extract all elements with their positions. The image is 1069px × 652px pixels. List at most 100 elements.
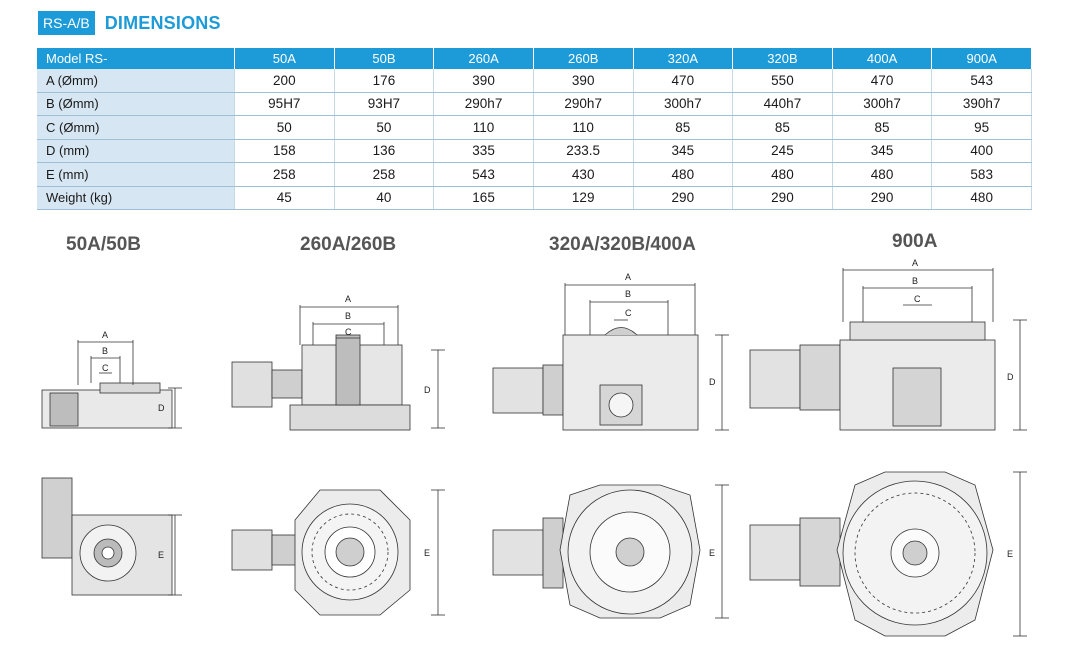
row-label: A (Ømm)	[37, 69, 235, 93]
row-label: Weight (kg)	[37, 186, 235, 210]
column-header: 900A	[931, 48, 1032, 69]
table-cell: 440h7	[732, 92, 833, 116]
table-cell: 40	[334, 186, 435, 210]
table-row: B (Ømm) 95H7 93H7 290h7 290h7 300h7 440h…	[37, 92, 1032, 116]
table-header-row: Model RS- 50A 50B 260A 260B 320A 320B 40…	[37, 48, 1032, 69]
section-header: RS-A/B DIMENSIONS	[38, 11, 221, 35]
table-cell: 400	[931, 139, 1032, 163]
drawing-260-top	[231, 489, 445, 616]
column-header: 320A	[633, 48, 734, 69]
table-row: E (mm) 258 258 543 430 480 480 480 583	[37, 162, 1032, 187]
dim-label-a: A	[345, 294, 351, 304]
dim-label-e: E	[424, 548, 430, 558]
table-cell: 129	[533, 186, 634, 210]
drawing-title-900: 900A	[892, 231, 938, 252]
table-cell: 85	[832, 115, 933, 140]
table-cell: 345	[832, 139, 933, 163]
column-header: 260B	[533, 48, 634, 69]
dimensions-table: Model RS- 50A 50B 260A 260B 320A 320B 40…	[37, 48, 1032, 210]
table-cell: 543	[931, 69, 1032, 93]
table-cell: 290h7	[533, 92, 634, 116]
row-label: B (Ømm)	[37, 92, 235, 116]
table-cell: 158	[234, 139, 335, 163]
section-title: DIMENSIONS	[104, 12, 221, 33]
dim-label-b: B	[102, 346, 108, 356]
row-label: D (mm)	[37, 139, 235, 163]
table-cell: 258	[234, 162, 335, 187]
column-header: 400A	[832, 48, 933, 69]
table-cell: 95	[931, 115, 1032, 140]
table-cell: 300h7	[633, 92, 734, 116]
dim-label-e: E	[1007, 549, 1013, 559]
table-cell: 290	[633, 186, 734, 210]
dim-label-c: C	[102, 363, 109, 373]
dim-label-d: D	[709, 377, 716, 387]
table-cell: 176	[334, 69, 435, 93]
table-cell: 290	[832, 186, 933, 210]
dim-label-b: B	[912, 276, 918, 286]
drawing-320-side	[492, 283, 729, 431]
drawing-900-top	[749, 471, 1027, 637]
table-cell: 165	[433, 186, 534, 210]
table-cell: 85	[633, 115, 734, 140]
model-badge: RS-A/B	[38, 11, 95, 35]
table-cell: 390	[433, 69, 534, 93]
table-cell: 345	[633, 139, 734, 163]
table-cell: 85	[732, 115, 833, 140]
table-cell: 245	[732, 139, 833, 163]
table-cell: 136	[334, 139, 435, 163]
dim-label-c: C	[625, 308, 632, 318]
table-cell: 110	[533, 115, 634, 140]
table-cell: 233.5	[533, 139, 634, 163]
table-cell: 200	[234, 69, 335, 93]
table-cell: 335	[433, 139, 534, 163]
table-cell: 470	[832, 69, 933, 93]
drawing-320-top	[492, 484, 729, 619]
dim-label-e: E	[158, 550, 164, 560]
dim-label-c: C	[345, 327, 352, 337]
dim-label-d: D	[158, 403, 165, 413]
table-cell: 93H7	[334, 92, 435, 116]
table-cell: 480	[832, 162, 933, 187]
table-cell: 300h7	[832, 92, 933, 116]
drawing-50-top	[41, 477, 182, 596]
table-cell: 550	[732, 69, 833, 93]
table-cell: 543	[433, 162, 534, 187]
dim-label-b: B	[345, 311, 351, 321]
table-row: A (Ømm) 200 176 390 390 470 550 470 543	[37, 69, 1032, 93]
table-row: Weight (kg) 45 40 165 129 290 290 290 48…	[37, 186, 1032, 210]
dim-label-a: A	[625, 272, 631, 282]
column-header: Model RS-	[37, 48, 235, 69]
table-cell: 50	[334, 115, 435, 140]
table-cell: 480	[633, 162, 734, 187]
column-header: 260A	[433, 48, 534, 69]
table-cell: 390h7	[931, 92, 1032, 116]
table-cell: 95H7	[234, 92, 335, 116]
table-row: D (mm) 158 136 335 233.5 345 245 345 400	[37, 139, 1032, 163]
table-cell: 290h7	[433, 92, 534, 116]
drawing-title-50: 50A/50B	[66, 234, 141, 255]
drawing-260-side	[231, 305, 445, 431]
table-cell: 583	[931, 162, 1032, 187]
drawing-title-260: 260A/260B	[300, 234, 397, 255]
table-cell: 480	[732, 162, 833, 187]
table-row: C (Ømm) 50 50 110 110 85 85 85 95	[37, 115, 1032, 140]
drawing-50-side	[41, 340, 182, 429]
dim-label-b: B	[625, 289, 631, 299]
dim-label-c: C	[914, 294, 921, 304]
dim-label-a: A	[102, 330, 108, 340]
table-cell: 290	[732, 186, 833, 210]
dim-label-d: D	[1007, 372, 1014, 382]
table-cell: 110	[433, 115, 534, 140]
table-cell: 258	[334, 162, 435, 187]
dim-label-e: E	[709, 548, 715, 558]
drawing-title-320: 320A/320B/400A	[549, 234, 696, 255]
row-label: E (mm)	[37, 162, 235, 187]
table-cell: 50	[234, 115, 335, 140]
column-header: 320B	[732, 48, 833, 69]
row-label: C (Ømm)	[37, 115, 235, 140]
table-cell: 470	[633, 69, 734, 93]
dim-label-d: D	[424, 385, 431, 395]
drawing-900-side	[749, 268, 1027, 431]
